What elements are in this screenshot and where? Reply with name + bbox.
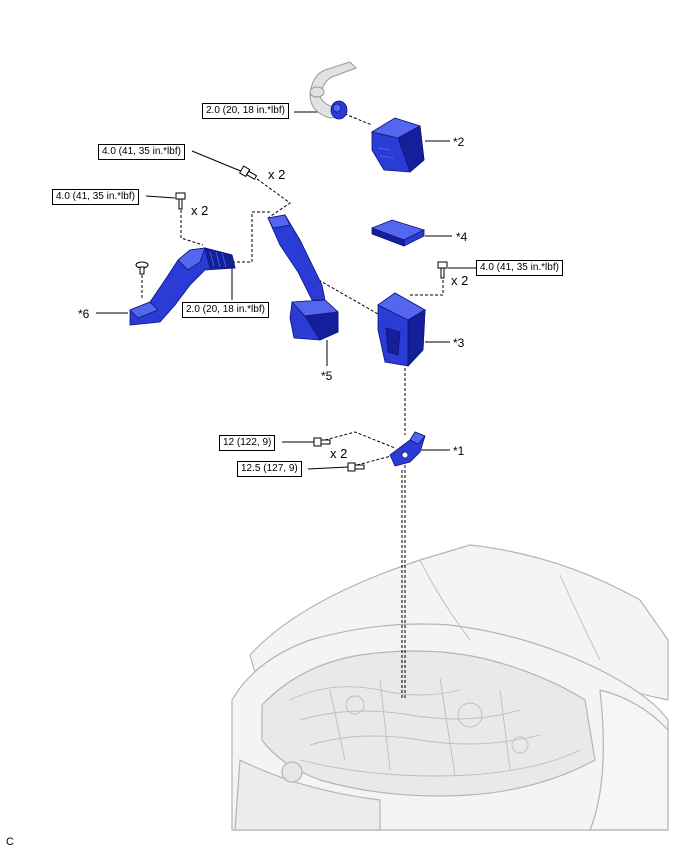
torque-label-case-bolt: 4.0 (41, 35 in.*lbf) — [476, 260, 563, 276]
torque-label-hose: 2.0 (20, 18 in.*lbf) — [182, 302, 269, 318]
part-label-3: *3 — [453, 336, 465, 350]
vehicle-fender — [589, 689, 669, 831]
part-3-air-cleaner-case — [377, 292, 426, 368]
dash-case-bolt — [410, 275, 444, 296]
torque-label-duct-bolt: 4.0 (41, 35 in.*lbf) — [98, 144, 185, 160]
torque-label-bracket-a: 12 (122, 9) — [219, 435, 276, 451]
dash-bracket-bolt-b — [356, 454, 396, 466]
vehicle-engine-details — [289, 559, 601, 777]
torque-label-inlet-bolt: 4.0 (41, 35 in.*lbf) — [52, 189, 139, 205]
part-clamp-head — [330, 100, 348, 120]
bolt-inlet — [175, 192, 186, 210]
vehicle-engine-bay — [231, 544, 669, 831]
quantity-case-bolt: x 2 — [451, 273, 469, 288]
part-label-1: *1 — [453, 444, 465, 458]
fasteners — [135, 165, 448, 472]
part-label-5: *5 — [321, 369, 333, 383]
part-label-2: *2 — [453, 135, 465, 149]
torque-label-clamp: 2.0 (20, 18 in.*lbf) — [202, 103, 289, 119]
dash-duct-to-case — [309, 274, 386, 319]
dash-inlet-bolt — [180, 205, 204, 246]
bolt-duct — [238, 165, 258, 180]
blue-parts — [129, 100, 426, 467]
part-5-air-duct — [267, 214, 339, 341]
part-6-air-inlet — [129, 247, 236, 326]
bolt-bracket-a — [313, 437, 331, 447]
quantity-duct-bolt: x 2 — [268, 167, 286, 182]
bolt-bracket-b — [347, 462, 365, 472]
vehicle-headlight — [281, 761, 303, 783]
clip-inlet — [135, 261, 149, 275]
part-4-element — [370, 219, 426, 247]
callout-lines — [96, 111, 476, 470]
dashed-leader-lines — [141, 111, 444, 700]
vehicle-grille — [234, 759, 381, 831]
quantity-inlet-bolt: x 2 — [191, 203, 209, 218]
part-1-bracket — [389, 431, 426, 467]
dash-bolt-to-duct — [252, 175, 291, 219]
torque-label-bracket-b: 12.5 (127, 9) — [237, 461, 302, 477]
part-label-4: *4 — [456, 230, 468, 244]
figure-code: C — [6, 836, 14, 848]
quantity-bracket-bolt: x 2 — [330, 446, 348, 461]
dash-bracket-bolt-a — [324, 431, 396, 449]
part-2-air-cleaner-cap — [370, 117, 425, 173]
part-label-6: *6 — [78, 307, 90, 321]
bolt-case — [437, 261, 448, 279]
dash-inlet-to-duct — [232, 211, 272, 263]
